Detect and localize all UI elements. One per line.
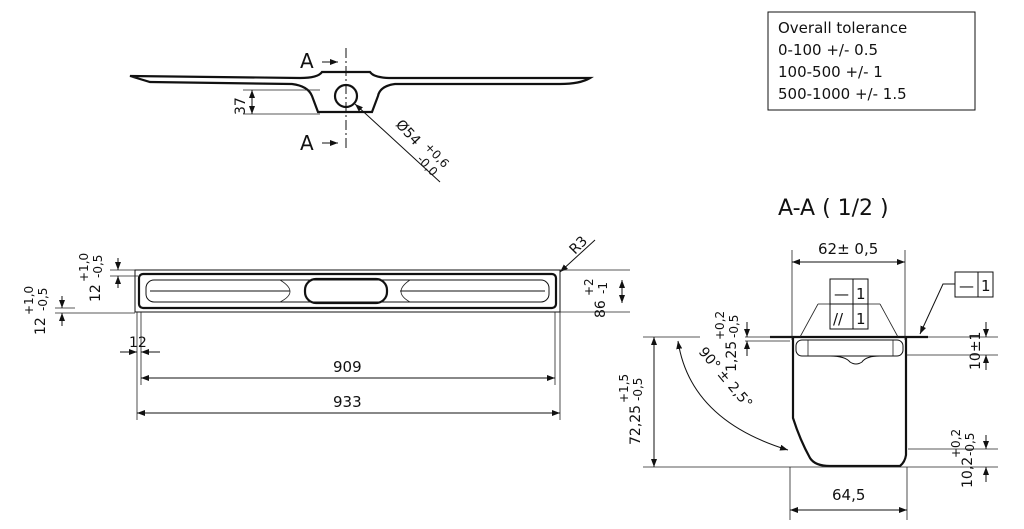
tolerance-title: Overall tolerance xyxy=(778,19,907,37)
dim-height-tol-upper: +1,5 xyxy=(617,374,631,403)
tolerance-row: 100-500 +/- 1 xyxy=(778,63,883,81)
tolerance-row: 500-1000 +/- 1.5 xyxy=(778,85,907,103)
dim-flange-tol-upper: +0,2 xyxy=(713,311,727,340)
dim-bottom: 10,2 xyxy=(960,457,976,488)
gdt-parallel-value: 1 xyxy=(856,310,866,328)
tolerance-row: 0-100 +/- 0.5 xyxy=(778,41,878,59)
dim-top-width: 62± 0,5 xyxy=(818,240,878,258)
dim-flange-tol-lower: -0,5 xyxy=(727,315,741,338)
tolerance-table: Overall tolerance 0-100 +/- 0.5 100-500 … xyxy=(767,11,976,111)
gdt-flatness-symbol: — xyxy=(834,285,849,303)
dim-width-tol-lower: -1 xyxy=(596,282,610,294)
dim-height-37: 37 xyxy=(233,97,249,115)
section-title: A-A ( 1/2 ) xyxy=(778,196,889,221)
plan-view: 12 +1,0 -0,5 12 +1,0 -0,5 12 909 933 R3 … xyxy=(22,233,630,420)
dim-radius: R3 xyxy=(567,233,591,257)
dim-lip: 10±1 xyxy=(968,332,984,370)
dim-left-inner-tol-upper: +1,0 xyxy=(77,253,91,282)
dim-height: 72,25 xyxy=(628,405,644,445)
dim-bottom-tol-upper: +0,2 xyxy=(949,429,963,458)
dim-left-inner: 12 xyxy=(88,284,104,302)
gdt-flatness-value: 1 xyxy=(856,285,866,303)
section-view: A-A ( 1/2 ) 62± 0,5 64,5 72,25 +1,5 -0,5… xyxy=(617,196,998,520)
section-mark-top: A xyxy=(300,49,314,73)
gdt-frame-center: — 1 // 1 xyxy=(799,278,899,338)
dim-left-outer: 12 xyxy=(33,317,49,335)
dim-left-outer-tol-lower: -0,5 xyxy=(36,288,50,311)
gdt-right-value: 1 xyxy=(981,277,991,295)
gdt-frame-right: — 1 xyxy=(919,271,994,335)
gdt-right-symbol: — xyxy=(959,277,974,295)
dim-edge: 12 xyxy=(129,335,147,351)
section-mark-bottom: A xyxy=(300,131,314,155)
dim-left-inner-tol-lower: -0,5 xyxy=(91,255,105,278)
dim-inner-length: 909 xyxy=(333,358,362,376)
dim-width-tol-upper: +2 xyxy=(582,278,596,296)
dim-bottom-width: 64,5 xyxy=(832,486,865,504)
gdt-parallel-symbol: // xyxy=(833,310,844,328)
dim-left-outer-tol-upper: +1,0 xyxy=(22,286,36,315)
top-view: A A 37 Ø54 +0,6 -0,0 xyxy=(129,48,594,183)
dim-diameter: Ø54 xyxy=(392,117,423,149)
dim-bottom-tol-lower: -0,5 xyxy=(963,433,977,456)
dim-width: 86 xyxy=(593,300,609,318)
dim-outer-length: 933 xyxy=(333,393,362,411)
dim-height-tol-lower: -0,5 xyxy=(631,378,645,401)
